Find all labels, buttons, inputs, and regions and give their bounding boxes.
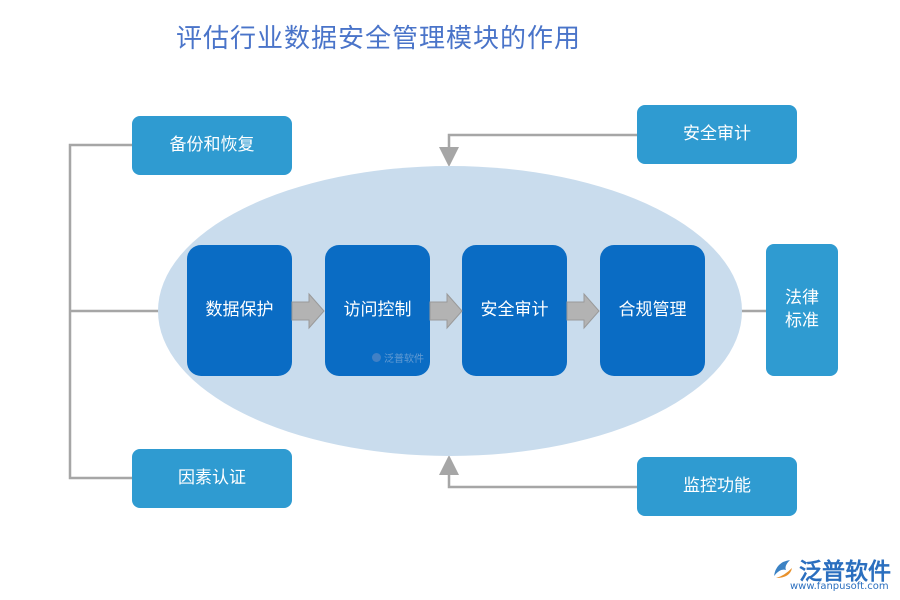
step-compliance: 合规管理	[600, 245, 705, 376]
box-backup-recovery: 备份和恢复	[132, 116, 292, 175]
watermark-text: 泛普软件	[384, 354, 424, 365]
box-label: 法律标准	[785, 288, 819, 331]
step-label: 合规管理	[618, 300, 687, 321]
box-label: 监控功能	[683, 476, 751, 497]
brand-name: 泛普软件	[799, 559, 891, 585]
arrow-right-icon	[291, 292, 325, 330]
arrow-right-icon	[566, 292, 600, 330]
box-monitoring: 监控功能	[637, 457, 797, 516]
box-factor-auth: 因素认证	[132, 449, 292, 508]
watermark-icon	[372, 353, 381, 362]
brand-logo: 泛普软件	[770, 552, 891, 586]
step-label: 数据保护	[205, 300, 274, 321]
box-label: 安全审计	[683, 124, 751, 145]
step-label: 安全审计	[480, 300, 549, 321]
brand-logo-icon	[774, 560, 792, 578]
box-label: 备份和恢复	[169, 135, 255, 156]
page-title: 评估行业数据安全管理模块的作用	[176, 24, 582, 54]
step-label: 访问控制	[343, 300, 412, 321]
step-security-audit: 安全审计	[462, 245, 567, 376]
box-legal-standards: 法律标准	[766, 244, 838, 376]
step-data-protection: 数据保护	[187, 245, 292, 376]
step-access-control: 访问控制	[325, 245, 430, 376]
brand-url: www.fanpusoft.com	[790, 581, 889, 592]
box-label: 因素认证	[178, 468, 246, 489]
arrow-right-icon	[429, 292, 463, 330]
watermark: 泛普软件	[372, 350, 424, 365]
box-security-audit-top: 安全审计	[637, 105, 797, 164]
